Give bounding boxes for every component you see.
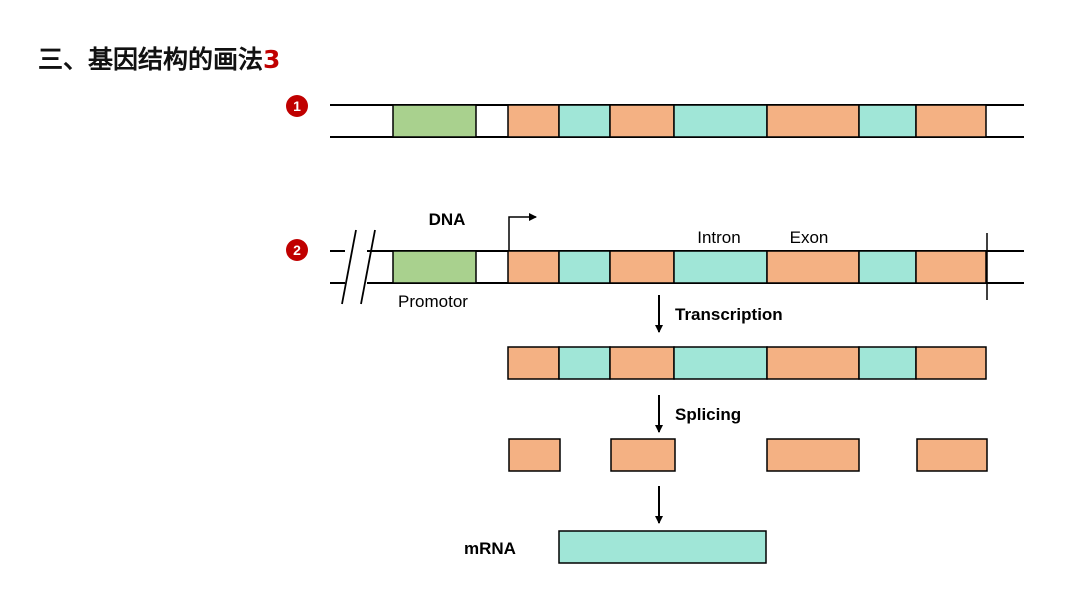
exon-box	[766, 250, 860, 284]
exon-box	[508, 438, 561, 472]
intron-box	[558, 250, 611, 284]
diagram-1: 1	[286, 95, 1024, 138]
transcription-label: Transcription	[675, 305, 783, 324]
spliced-exons	[508, 438, 988, 472]
exon-box	[609, 104, 675, 138]
exon-box	[915, 250, 987, 284]
intron-box	[558, 104, 611, 138]
intron-box	[858, 250, 917, 284]
marker-1-badge	[286, 95, 308, 117]
title-number: 3	[263, 45, 281, 74]
title-main: 三、基因结构的画法	[38, 45, 264, 74]
exon-box	[609, 250, 675, 284]
dna-label: DNA	[429, 210, 466, 229]
intron-box	[858, 104, 917, 138]
break-mark-left	[341, 229, 357, 305]
mrna-box	[558, 530, 767, 564]
transcription-start-arrow	[508, 213, 537, 252]
marker-1-label: 1	[293, 98, 301, 114]
promotor-label: Promotor	[398, 292, 468, 311]
exon-label: Exon	[790, 228, 829, 247]
diagram-2: 2 DNA Intron Exon Promotor	[286, 210, 1024, 564]
exon-box	[916, 438, 988, 472]
splicing-label: Splicing	[675, 405, 741, 424]
page-title: 三、基因结构的画法3	[38, 40, 280, 76]
exon-box	[610, 438, 676, 472]
promoter-box	[392, 250, 477, 284]
marker-2-badge	[286, 239, 308, 261]
exon-box	[507, 104, 560, 138]
exon-box	[766, 346, 860, 380]
intron-box	[673, 104, 768, 138]
mrna-label: mRNA	[464, 539, 516, 558]
exon-box	[766, 104, 860, 138]
exon-box	[915, 104, 987, 138]
promoter-box	[392, 104, 477, 138]
exon-box	[507, 346, 560, 380]
break-mark-right	[360, 229, 376, 305]
intron-box	[558, 346, 611, 380]
intron-label: Intron	[697, 228, 740, 247]
intron-box	[673, 346, 768, 380]
intron-box	[858, 346, 917, 380]
exon-box	[766, 438, 860, 472]
marker-2-label: 2	[293, 242, 301, 258]
exon-box	[507, 250, 560, 284]
exon-box	[915, 346, 987, 380]
intron-box	[673, 250, 768, 284]
exon-box	[609, 346, 675, 380]
pre-mrna	[507, 346, 987, 380]
